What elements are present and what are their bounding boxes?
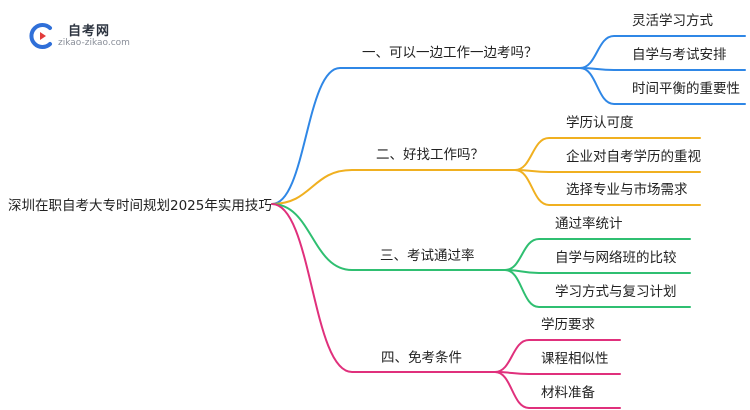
leaf-4-2-label: 课程相似性 [541,351,609,367]
leaf-2-2-label: 企业对自考学历的重视 [566,149,701,165]
leaf-3-1-label: 通过率统计 [555,216,623,232]
branch-4-label: 四、免考条件 [381,350,462,366]
branch-3-connector [271,203,506,271]
leaf-4-2-connector [494,371,621,375]
leaf-3-3-label: 学习方式与复习计划 [555,284,677,300]
leaf-4-3-label: 材料准备 [541,385,595,401]
leaf-3-2-connector [504,269,691,274]
leaf-2-2-connector [514,169,701,173]
leaf-2-1-label: 学历认可度 [566,115,634,131]
leaf-4-1-label: 学历要求 [541,317,595,333]
logo-title: 自考网 [68,24,111,39]
leaf-4-3-connector [494,371,621,409]
leaf-1-1-connector [579,35,746,69]
logo-mark-icon [29,23,52,49]
branch-3-label: 三、考试通过率 [380,248,475,264]
leaf-1-1-label: 灵活学习方式 [632,13,713,29]
branch-1-connector [271,67,581,205]
root-node-label: 深圳在职自考大专时间规划2025年实用技巧 [8,198,272,214]
leaf-1-2-label: 自学与考试安排 [632,47,727,63]
branch-1-label: 一、可以一边工作一边考吗？ [362,45,538,61]
leaf-2-1-connector [514,137,701,171]
leaf-3-1-connector [504,238,691,271]
branch-4-connector [271,203,496,373]
leaf-3-2-label: 自学与网络班的比较 [555,250,677,266]
branch-2-connector [271,169,516,205]
site-logo[interactable]: 自考网 zikao-zikao.com [28,18,148,52]
leaf-2-3-label: 选择专业与市场需求 [566,182,688,198]
leaf-1-3-label: 时间平衡的重要性 [632,81,740,97]
branch-2-label: 二、好找工作吗？ [376,147,484,163]
leaf-4-1-connector [494,339,621,373]
leaf-1-2-connector [579,67,746,71]
leaf-1-3-connector [579,67,746,105]
logo-url: zikao-zikao.com [58,38,130,48]
leaf-2-3-connector [514,169,701,206]
leaf-3-3-connector [504,269,691,308]
